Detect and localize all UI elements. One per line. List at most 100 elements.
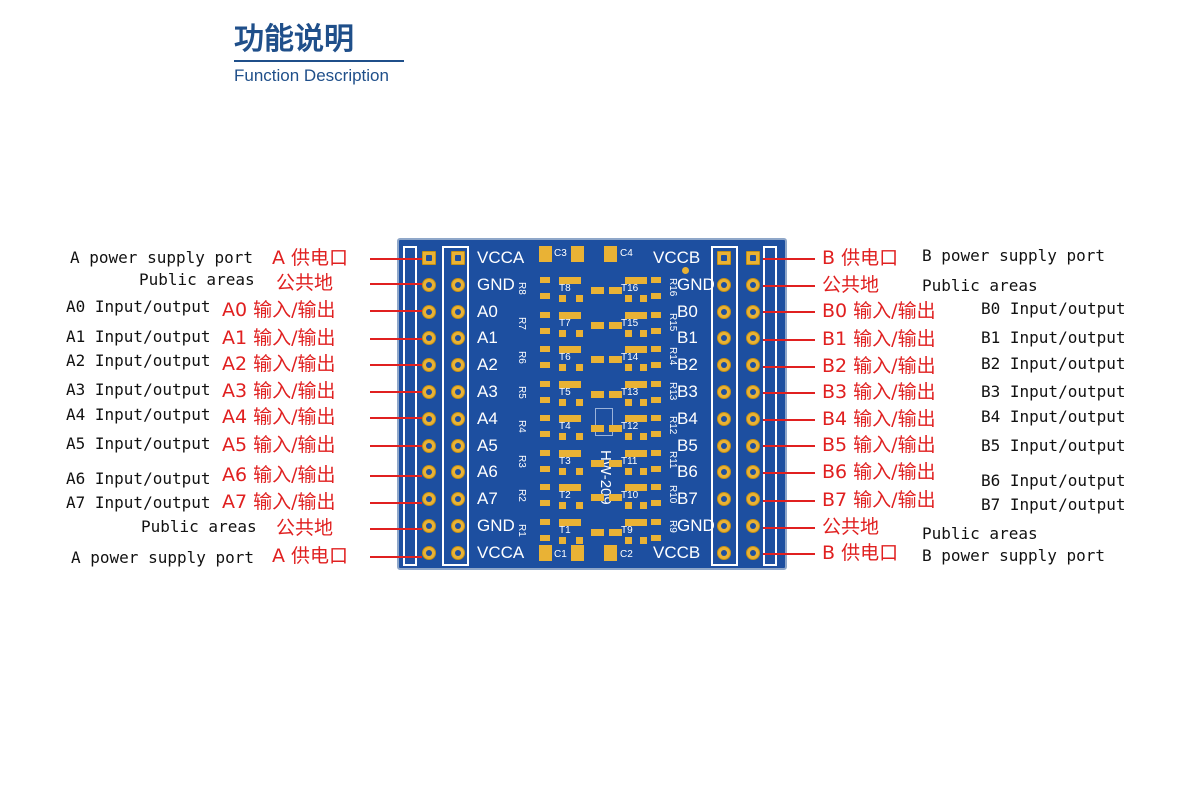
- right-inner-pin: [717, 304, 731, 319]
- left-inner-pin: [451, 358, 465, 373]
- right-label-en: Public areas: [922, 276, 1038, 295]
- resistor-pad: [540, 449, 550, 456]
- left-inner-pin: [451, 411, 465, 426]
- left-transistor-label: T3: [559, 455, 571, 467]
- right-outer-pin: [746, 438, 760, 453]
- transistor-pad: [625, 433, 632, 440]
- resistor-pad: [540, 500, 550, 506]
- left-pin-label: GND: [477, 274, 515, 294]
- resistor-pad: [540, 465, 550, 472]
- left-pin-label: A2: [477, 355, 498, 375]
- right-outer-pin: [746, 385, 760, 399]
- left-transistor-label: T5: [559, 386, 571, 398]
- left-leader-line: [370, 338, 422, 340]
- heading-title-cn: 功能说明: [234, 22, 404, 62]
- right-inner-pin: [717, 331, 731, 346]
- resistor-pad: [540, 518, 550, 525]
- right-label-cn: B 供电口: [822, 247, 899, 269]
- left-pin-label: A7: [477, 489, 498, 509]
- transistor-pad: [625, 467, 632, 475]
- left-resistor-label: R7: [516, 316, 527, 330]
- left-outer-pin: [422, 331, 436, 346]
- cap-c3-label: C3: [554, 248, 567, 259]
- resistor-pad: [540, 277, 550, 283]
- right-leader-line: [763, 472, 815, 474]
- right-label-cn: B2 输入/输出: [822, 355, 936, 377]
- right-label-cn: B4 输入/输出: [822, 408, 936, 430]
- link-pad: [591, 321, 604, 329]
- resistor-pad: [651, 311, 661, 318]
- right-label-en: B6 Input/output: [981, 471, 1126, 490]
- right-transistor-label: T12: [621, 421, 639, 432]
- right-leader-line: [763, 553, 815, 555]
- right-label-cn: B7 输入/输出: [822, 489, 936, 511]
- cap-c1-pad-2: [571, 545, 584, 561]
- right-inner-pin: [717, 251, 731, 265]
- transistor-pad: [576, 364, 583, 371]
- left-inner-pin: [451, 519, 465, 533]
- right-transistor-label: T9: [621, 524, 633, 536]
- right-label-cn: B6 输入/输出: [822, 461, 936, 483]
- link-pad: [609, 321, 622, 329]
- right-pin-label: GND: [677, 516, 715, 535]
- link-pad: [609, 356, 622, 363]
- left-resistor-label: R2: [516, 489, 527, 502]
- transistor-pad: [625, 415, 647, 422]
- right-outer-pin: [746, 277, 760, 292]
- right-outer-pin: [746, 465, 760, 480]
- right-label-en: B3 Input/output: [981, 382, 1126, 401]
- transistor-pad: [559, 364, 566, 371]
- transistor-pad: [576, 433, 583, 440]
- left-label-en: A7 Input/output: [66, 493, 211, 512]
- right-label-en: B power supply port: [922, 546, 1106, 565]
- left-label-cn: A4 输入/输出: [222, 406, 336, 428]
- left-label-en: A3 Input/output: [66, 380, 211, 399]
- cap-c1-pad: [539, 545, 552, 561]
- right-label-cn: B0 输入/输出: [822, 300, 936, 322]
- right-transistor-label: T10: [621, 490, 639, 501]
- right-outer-pin: [746, 545, 760, 560]
- right-leader-line: [763, 392, 815, 394]
- transistor-pad: [559, 484, 581, 491]
- left-label-cn: A2 输入/输出: [222, 353, 336, 375]
- right-leader-line: [763, 258, 815, 260]
- resistor-pad: [651, 465, 661, 472]
- left-outer-pin: [422, 519, 436, 533]
- right-outer-pin: [746, 304, 760, 319]
- transistor-pad: [559, 311, 581, 319]
- transistor-pad: [576, 295, 583, 302]
- transistor-pad: [559, 398, 566, 406]
- orientation-dot: [682, 267, 689, 274]
- left-label-cn: A7 输入/输出: [222, 491, 336, 513]
- right-pin-label: B5: [677, 435, 698, 455]
- transistor-pad: [640, 467, 647, 475]
- link-pad: [591, 425, 604, 432]
- transistor-pad: [625, 346, 647, 353]
- right-label-en: B0 Input/output: [981, 299, 1126, 318]
- right-pin-label: VCCB: [653, 542, 701, 562]
- left-pin-label: GND: [477, 516, 515, 535]
- link-pad: [591, 528, 604, 536]
- right-pin-label: B6: [677, 462, 698, 482]
- transistor-pad: [576, 467, 583, 475]
- left-pin-label: A6: [477, 462, 498, 482]
- left-pin-label: A5: [477, 435, 498, 455]
- left-label-en: A power supply port: [70, 248, 254, 267]
- right-inner-pin: [717, 492, 731, 507]
- left-outer-pin: [422, 492, 436, 507]
- transistor-pad: [640, 398, 647, 406]
- left-label-en: A1 Input/output: [66, 327, 211, 346]
- right-label-en: B power supply port: [922, 246, 1106, 265]
- transistor-pad: [625, 380, 647, 388]
- resistor-pad: [540, 380, 550, 387]
- right-transistor-label: T14: [621, 352, 639, 363]
- left-leader-line: [370, 310, 422, 312]
- left-resistor-label: R6: [516, 351, 527, 364]
- right-resistor-label: R11: [667, 450, 678, 469]
- right-resistor-label: R12: [667, 416, 678, 435]
- resistor-pad: [651, 484, 661, 490]
- right-pin-label: B4: [677, 408, 698, 428]
- link-pad: [591, 287, 604, 294]
- resistor-pad: [651, 380, 661, 387]
- right-inner-pin: [717, 438, 731, 453]
